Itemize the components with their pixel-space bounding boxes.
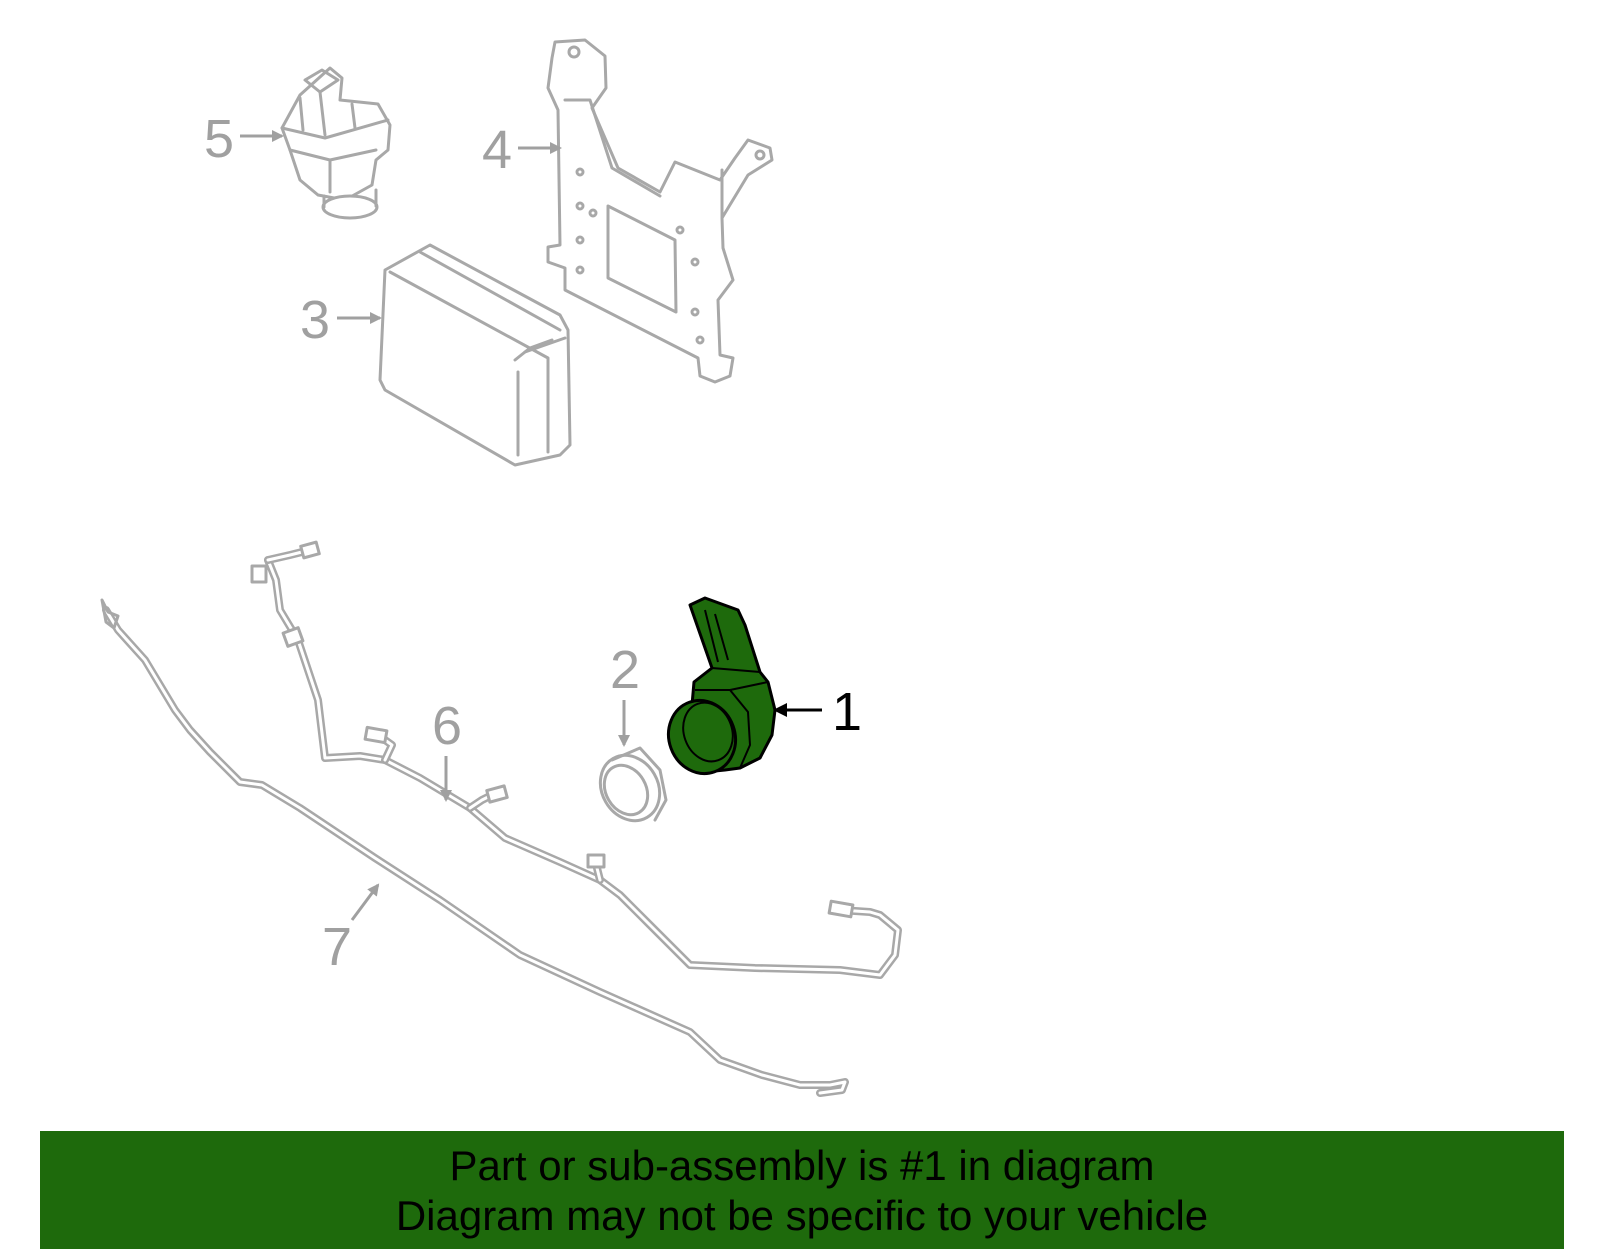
part-7-wiring-harness[interactable] bbox=[100, 598, 849, 1097]
callout-2: 2 bbox=[610, 640, 640, 700]
callout-4: 4 bbox=[482, 120, 512, 180]
callout-6: 6 bbox=[432, 696, 462, 756]
footer-banner: Part or sub-assembly is #1 in diagram Di… bbox=[40, 1131, 1564, 1249]
callout-1: 1 bbox=[832, 682, 862, 742]
callout-7: 7 bbox=[322, 917, 352, 977]
part-1-parking-sensor[interactable] bbox=[658, 596, 777, 783]
footer-line-1: Part or sub-assembly is #1 in diagram bbox=[449, 1142, 1155, 1189]
part-3-control-module[interactable] bbox=[378, 243, 572, 467]
part-6-wiring-harness[interactable] bbox=[250, 540, 902, 979]
callout-arrows bbox=[240, 130, 822, 921]
part-5-camera-module[interactable] bbox=[280, 66, 392, 220]
callout-7-arrow bbox=[350, 883, 380, 921]
callout-5: 5 bbox=[204, 109, 234, 169]
part-4-mounting-bracket[interactable] bbox=[546, 38, 774, 384]
footer-line-2: Diagram may not be specific to your vehi… bbox=[395, 1192, 1209, 1239]
part-2-retainer-ring[interactable] bbox=[589, 745, 671, 832]
callout-3: 3 bbox=[300, 290, 330, 350]
